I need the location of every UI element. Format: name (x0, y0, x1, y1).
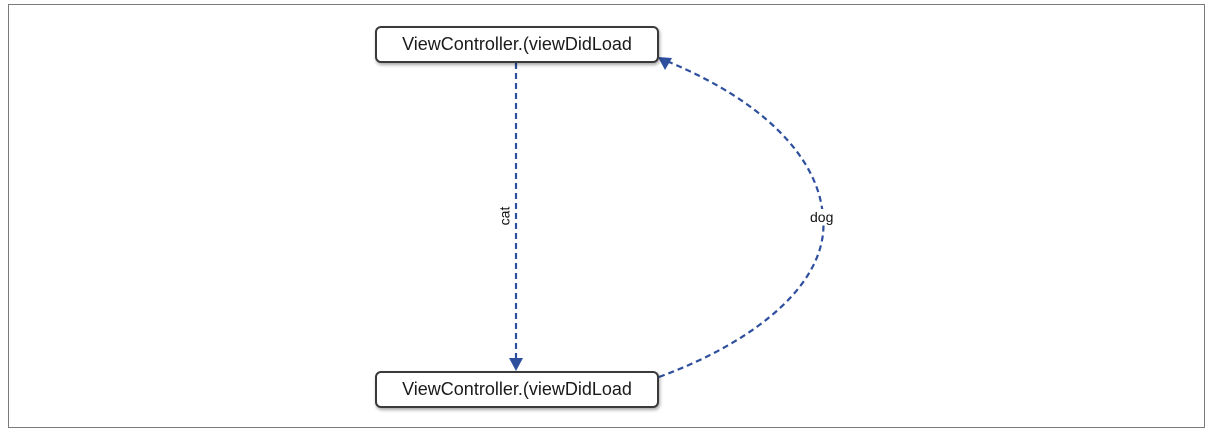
edge-label-dog: dog (810, 209, 834, 225)
node-viewcontroller-top[interactable]: ViewController.(viewDidLoad (375, 26, 659, 63)
node-label: ViewController.(viewDidLoad (402, 379, 632, 399)
edge-cat-arrowhead (509, 358, 523, 371)
edge-dog-line (658, 60, 825, 379)
node-label: ViewController.(viewDidLoad (402, 34, 632, 54)
edge-label-cat: cat (496, 205, 513, 227)
node-viewcontroller-bottom[interactable]: ViewController.(viewDidLoad (375, 371, 659, 408)
diagram-frame (8, 4, 1205, 428)
edge-dog-arrowhead (658, 57, 672, 70)
